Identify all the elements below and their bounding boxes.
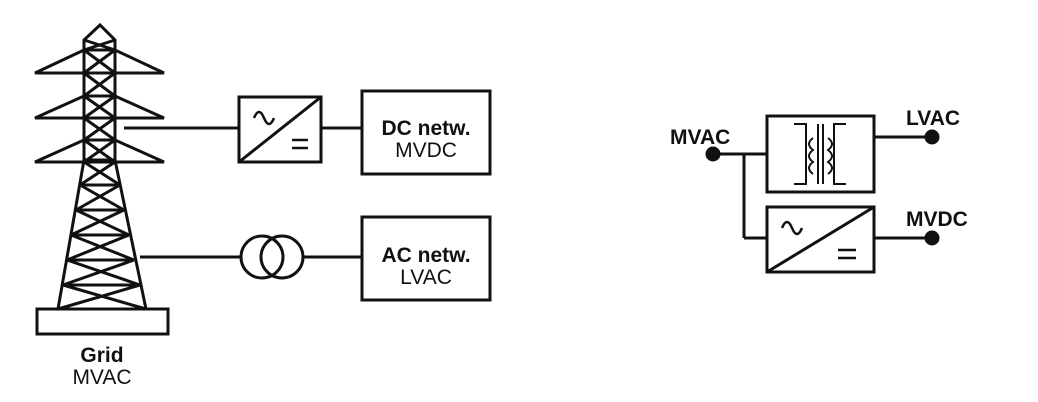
lvac-terminal [924,129,940,145]
ac-dc-converter-icon [765,205,876,274]
ac-network-box [360,215,492,302]
ac-dc-converter-icon [237,95,323,164]
mvac-label: MVAC [670,126,730,149]
dc-network-box [360,89,492,176]
ac-box-title: AC netw. [381,244,470,267]
dc-box-title: DC netw. [381,117,470,140]
mvdc-label: MVDC [906,208,968,231]
transmission-tower-icon [34,22,170,336]
transformer-coils-icon [765,114,876,194]
grid-sublabel: MVAC [72,366,131,389]
grid-label: Grid [80,344,123,367]
lvac-label: LVAC [906,107,960,130]
dc-box-subtitle: MVDC [395,139,457,162]
ac-box-subtitle: LVAC [400,266,452,289]
two-circle-transformer-icon [239,234,305,280]
mvdc-terminal [924,230,940,246]
